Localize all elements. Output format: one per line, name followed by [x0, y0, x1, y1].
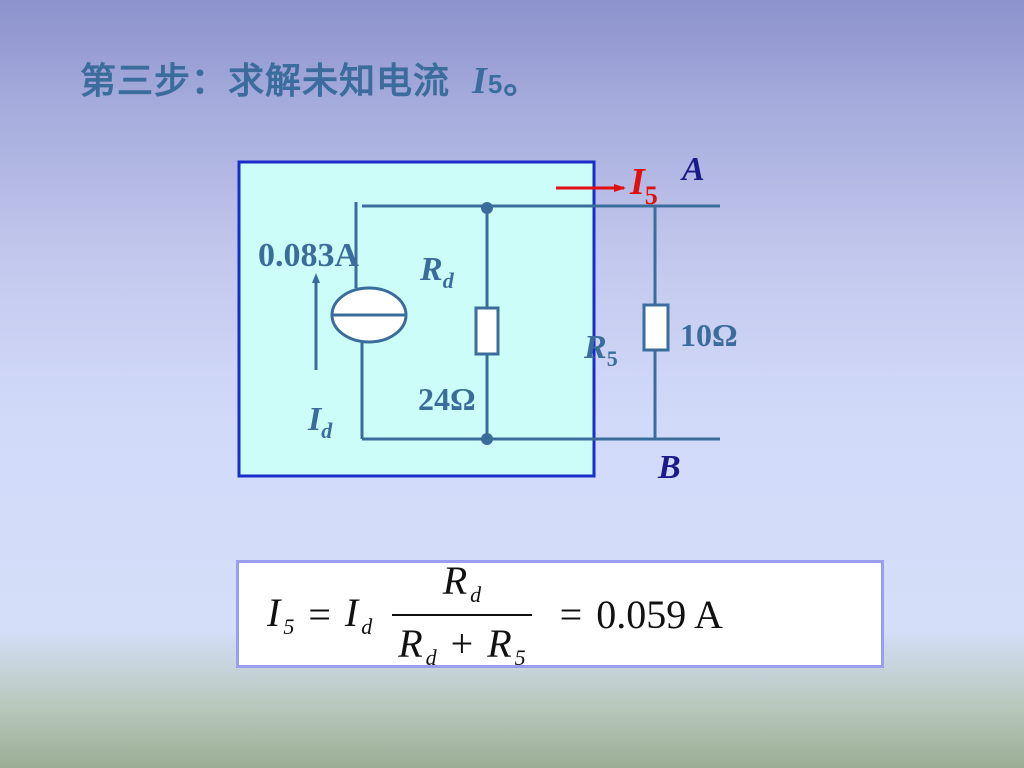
node-b-label: B — [657, 449, 681, 486]
formula-equals-2: = — [559, 591, 583, 637]
formula-equals-1: = — [308, 591, 331, 637]
equivalent-source-box — [237, 160, 596, 478]
formula-den-plus: + — [450, 621, 474, 666]
formula-id-sub: d — [361, 613, 373, 639]
source-value-label: 0.083A — [258, 237, 360, 274]
current-i5-label: I5 — [629, 161, 658, 210]
rd-label-letter: R — [419, 251, 443, 288]
formula-num-sub: d — [470, 582, 482, 607]
formula-id-letter: I — [344, 589, 359, 635]
slide-title: 第三步：求解未知电流 I5。 — [80, 52, 540, 104]
source-current-sub: d — [321, 418, 333, 443]
title-symbol: I5 — [472, 60, 503, 102]
rd-label: Rd — [419, 251, 455, 293]
title-text: 第三步：求解未知电流 — [80, 61, 451, 102]
formula-den2-sub: 5 — [514, 645, 526, 670]
junction-dot-top — [481, 202, 493, 214]
formula-den1-sub: d — [425, 645, 437, 670]
formula-num-letter: R — [442, 558, 468, 603]
current-i5-sub: 5 — [645, 181, 658, 210]
r5-label-letter: R — [583, 329, 607, 366]
formula-den1-letter: R — [398, 621, 423, 666]
title-symbol-sub: 5 — [487, 69, 504, 99]
source-current-label: Id — [307, 401, 333, 443]
formula-lhs-letter: I — [267, 589, 281, 635]
rd-label-sub: d — [443, 268, 455, 293]
junction-dot-bottom — [481, 433, 493, 445]
title-suffix: 。 — [503, 61, 541, 102]
current-i5-letter: I — [629, 161, 646, 203]
r5-label-sub: 5 — [607, 346, 618, 371]
circuit-wires — [354, 202, 720, 441]
r5-value-label: 10Ω — [680, 317, 738, 353]
node-a-label: A — [680, 151, 705, 188]
formula-lhs-sub: 5 — [283, 613, 295, 639]
formula-den2-letter: R — [487, 621, 512, 666]
r5-label: R5 — [583, 329, 618, 371]
formula-result: 0.059 A — [596, 591, 723, 637]
resistor-r5 — [642, 303, 670, 352]
source-current-letter: I — [307, 401, 323, 438]
resistor-rd — [474, 306, 500, 356]
title-symbol-letter: I — [472, 60, 488, 102]
rd-value-label: 24Ω — [418, 381, 476, 417]
